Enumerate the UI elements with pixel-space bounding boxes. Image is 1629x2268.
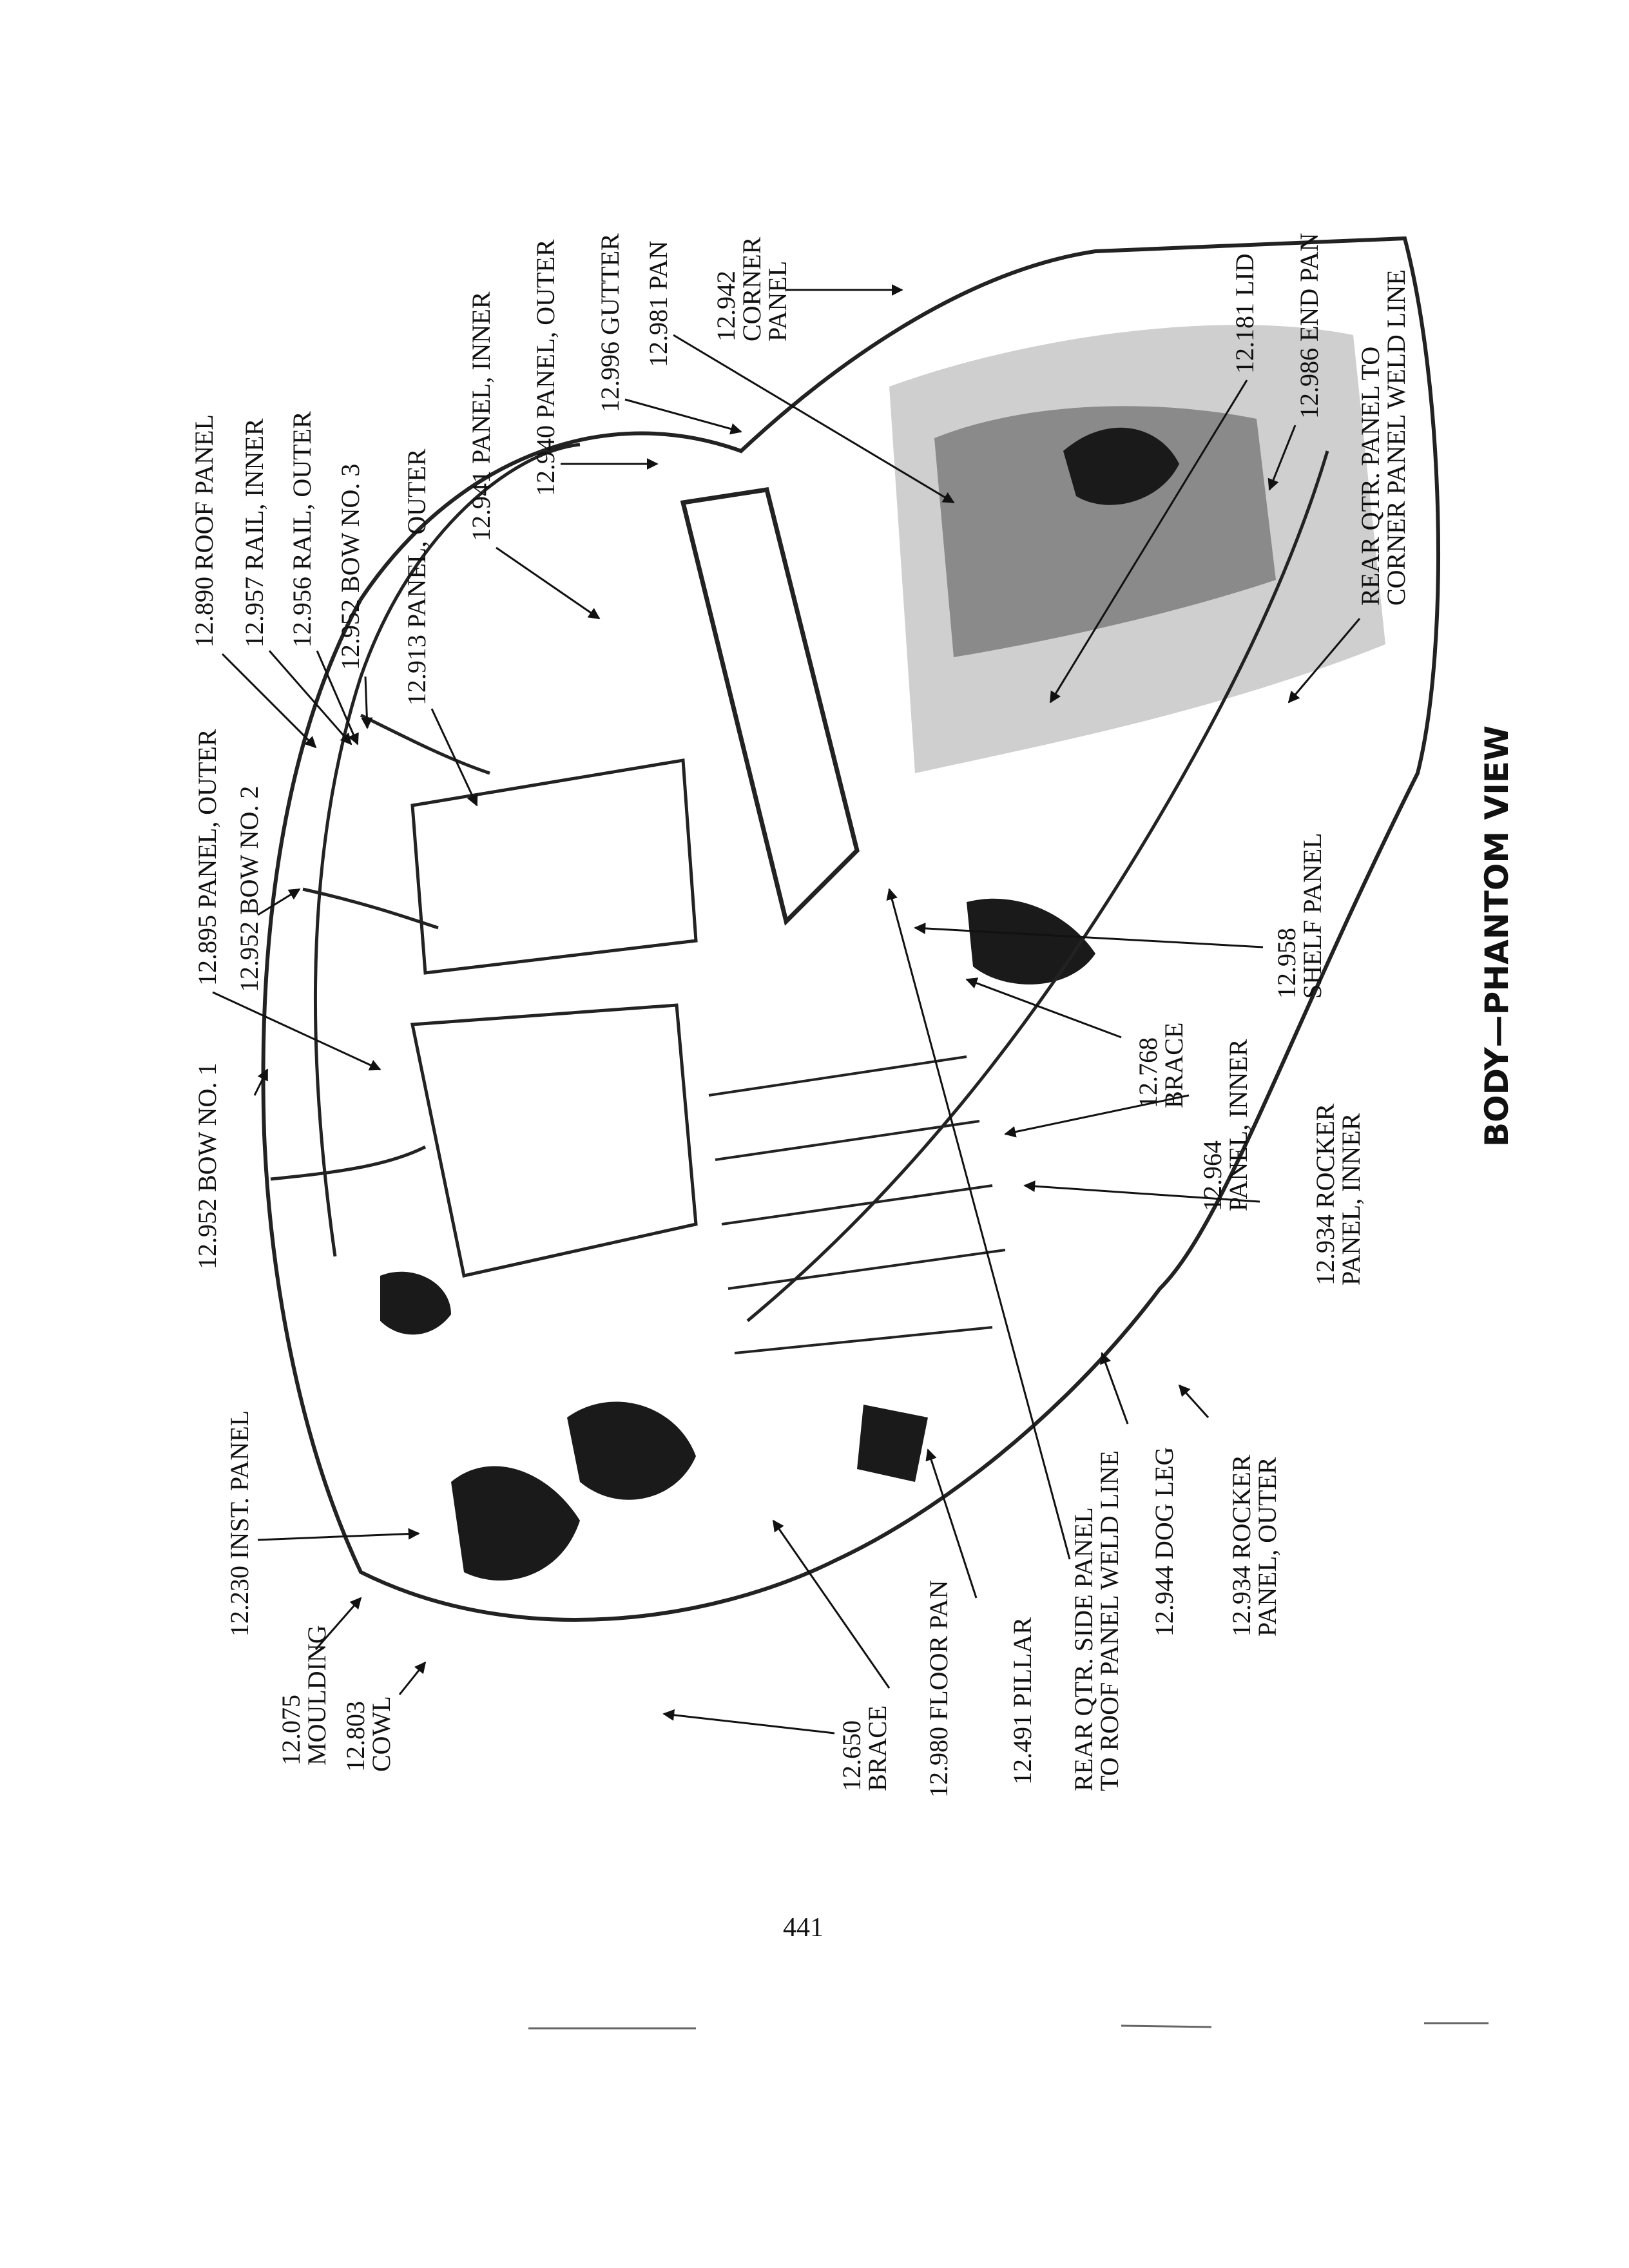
label-rear-qtr-roof-weld-line2: TO ROOF PANEL WELD LINE — [1095, 1450, 1124, 1791]
label-12981-pan: 12.981 PAN — [644, 241, 673, 367]
label-12941-panel-inner: 12.941 PANEL, INNER — [467, 291, 496, 541]
rear-window-frame — [680, 487, 860, 926]
label-12650-brace-line2: BRACE — [863, 1706, 892, 1791]
rocker-line — [746, 450, 1329, 1322]
floor-ribs — [708, 1055, 1006, 1354]
leader-lines — [212, 284, 1361, 1735]
label-rear-qtr-corner-weld: REAR QTR. PANEL TO — [1356, 347, 1385, 606]
label-12958-shelf-panel-line2: SHELF PANEL — [1298, 833, 1327, 999]
shading-rocker — [967, 898, 1095, 985]
label-12768-brace: 12.768 — [1133, 1037, 1162, 1108]
bow-no-1 — [270, 1145, 427, 1181]
label-12986-end-pan: 12.986 END PAN — [1295, 233, 1324, 419]
label-12958-shelf-panel: 12.958 — [1272, 928, 1301, 999]
trunk-pan-shadow — [934, 406, 1276, 657]
label-12944-dog-leg: 12.944 DOG LEG — [1150, 1447, 1179, 1637]
label-12956-rail-outer: 12.956 RAIL, OUTER — [287, 411, 316, 648]
label-12075-moulding-line2: MOULDING — [302, 1625, 331, 1765]
bow-no-3 — [360, 713, 490, 775]
label-12996-gutter: 12.996 GUTTER — [595, 233, 624, 412]
label-12491-pillar: 12.491 PILLAR — [1008, 1617, 1037, 1785]
label-12940-panel-outer: 12.940 PANEL, OUTER — [531, 239, 560, 496]
label-rear-qtr-corner-weld-line2: CORNER PANEL WELD LINE — [1382, 269, 1411, 606]
label-12075-moulding: 12.075 — [276, 1695, 305, 1765]
car-body-illustration — [261, 236, 1441, 1622]
label-12942-corner-panel-line3: PANEL — [763, 261, 792, 341]
label-12895-panel-outer: 12.895 PANEL, OUTER — [193, 729, 222, 986]
figure-title: BODY—PHANTOM VIEW — [1478, 726, 1516, 1147]
shading-cowl — [451, 1466, 580, 1581]
label-12230-inst-panel: 12.230 INST. PANEL — [225, 1410, 254, 1637]
door-opening-front — [410, 1003, 698, 1278]
label-12650-brace: 12.650 — [837, 1720, 866, 1791]
label-12934-rocker-inner-line2: PANEL, INNER — [1336, 1113, 1365, 1285]
label-12964-panel-inner-line2: PANEL, INNER — [1224, 1039, 1253, 1211]
shading-dash — [380, 1271, 451, 1335]
label-12934-rocker-outer: 12.934 ROCKER — [1227, 1454, 1256, 1637]
scan-artefacts — [528, 2022, 1489, 2030]
door-opening-rear — [410, 758, 698, 975]
part-labels: 12.952 BOW NO. 1 12.895 PANEL, OUTER 12.… — [189, 233, 1411, 1798]
label-12964-panel-inner: 12.964 — [1198, 1140, 1227, 1211]
label-12768-brace-line2: BRACE — [1159, 1023, 1188, 1108]
label-rear-qtr-roof-weld: REAR QTR. SIDE PANEL — [1069, 1507, 1098, 1791]
bow-no-2 — [302, 887, 439, 930]
label-12942-corner-panel-line2: CORNER — [737, 236, 766, 341]
label-12957-rail-inner: 12.957 RAIL, INNER — [240, 418, 269, 648]
label-12934-rocker-outer-line2: PANEL, OUTER — [1253, 1457, 1282, 1637]
shading-quarter — [1063, 427, 1179, 505]
shading-floor — [567, 1401, 696, 1500]
label-12952-bow-1: 12.952 BOW NO. 1 — [193, 1063, 222, 1269]
roof-rail — [313, 443, 581, 1257]
label-12803-cowl: 12.803 — [341, 1701, 370, 1772]
page-number: 441 — [783, 1913, 824, 1943]
label-12890-roof-panel: 12.890 ROOF PANEL — [189, 414, 218, 648]
label-12942-corner-panel: 12.942 — [711, 271, 740, 341]
label-12952-bow-3: 12.952 BOW NO. 3 — [336, 464, 365, 670]
label-12913-panel-outer: 12.913 PANEL, OUTER — [402, 448, 431, 706]
label-12980-floor-pan: 12.980 FLOOR PAN — [924, 1581, 953, 1798]
label-12952-bow-2: 12.952 BOW NO. 2 — [235, 786, 264, 992]
label-12181-lid: 12.181 LID — [1230, 253, 1259, 374]
label-12803-cowl-line2: COWL — [367, 1696, 396, 1772]
label-12934-rocker-inner: 12.934 ROCKER — [1311, 1103, 1340, 1285]
shading-pillar — [857, 1405, 928, 1482]
